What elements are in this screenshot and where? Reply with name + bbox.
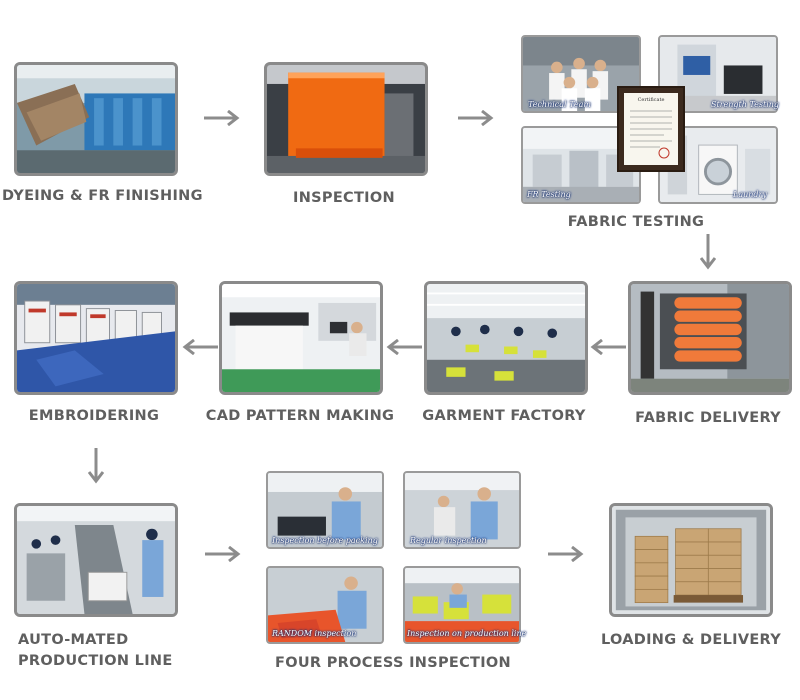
inspection-on-line-photo <box>403 566 521 644</box>
before-packing-caption: Inspection before packing <box>272 536 378 545</box>
arrow-icon <box>182 339 218 355</box>
certificate-frame: Certificate <box>617 86 685 172</box>
step-fabric-delivery-label: FABRIC DELIVERY <box>635 410 781 426</box>
arrow-icon <box>548 546 584 562</box>
fabric-delivery-photo <box>628 281 792 395</box>
arrow-icon <box>458 110 494 126</box>
step-auto-line-label-1: AUTO-MATED <box>18 632 129 648</box>
arrow-icon <box>204 110 240 126</box>
regular-inspection-photo <box>403 471 521 549</box>
step-four-process-label: FOUR PROCESS INSPECTION <box>275 655 511 671</box>
step-embroidering-label: EMBROIDERING <box>28 408 160 424</box>
on-line-caption: Inspection on production line <box>407 629 527 638</box>
arrow-icon <box>590 339 626 355</box>
step-inspection-label: INSPECTION <box>293 190 395 206</box>
arrow-icon <box>205 546 241 562</box>
strength-testing-caption: Strength Testing <box>711 100 780 109</box>
cad-photo <box>219 281 383 395</box>
step-cad-label: CAD PATTERN MAKING <box>205 408 395 424</box>
garment-factory-photo <box>424 281 588 395</box>
random-inspection-photo <box>266 566 384 644</box>
step-fabric-testing-label: FABRIC TESTING <box>567 214 705 230</box>
certificate-title: Certificate <box>637 97 665 103</box>
loading-delivery-photo <box>609 503 773 617</box>
step-dyeing-label: DYEING & FR FINISHING <box>2 188 203 204</box>
step-garment-factory-label: GARMENT FACTORY <box>422 408 586 424</box>
random-inspection-caption: RANDOM inspection <box>272 629 357 638</box>
step-loading-label: LOADING & DELIVERY <box>600 632 782 648</box>
step-auto-line-label-2: PRODUCTION LINE <box>18 653 173 669</box>
production-line-photo <box>14 503 178 617</box>
arrow-icon <box>88 448 104 484</box>
technical-team-caption: Technical Team <box>528 100 591 109</box>
laundry-caption: Laundry <box>733 190 767 199</box>
fr-testing-caption: FR Testing <box>527 190 571 199</box>
inspection-before-packing-photo <box>266 471 384 549</box>
dyeing-photo <box>14 62 178 176</box>
embroidering-photo <box>14 281 178 395</box>
arrow-icon <box>386 339 422 355</box>
regular-inspection-caption: Regular inspection <box>410 536 487 545</box>
inspection-photo <box>264 62 428 176</box>
arrow-icon <box>700 234 716 270</box>
